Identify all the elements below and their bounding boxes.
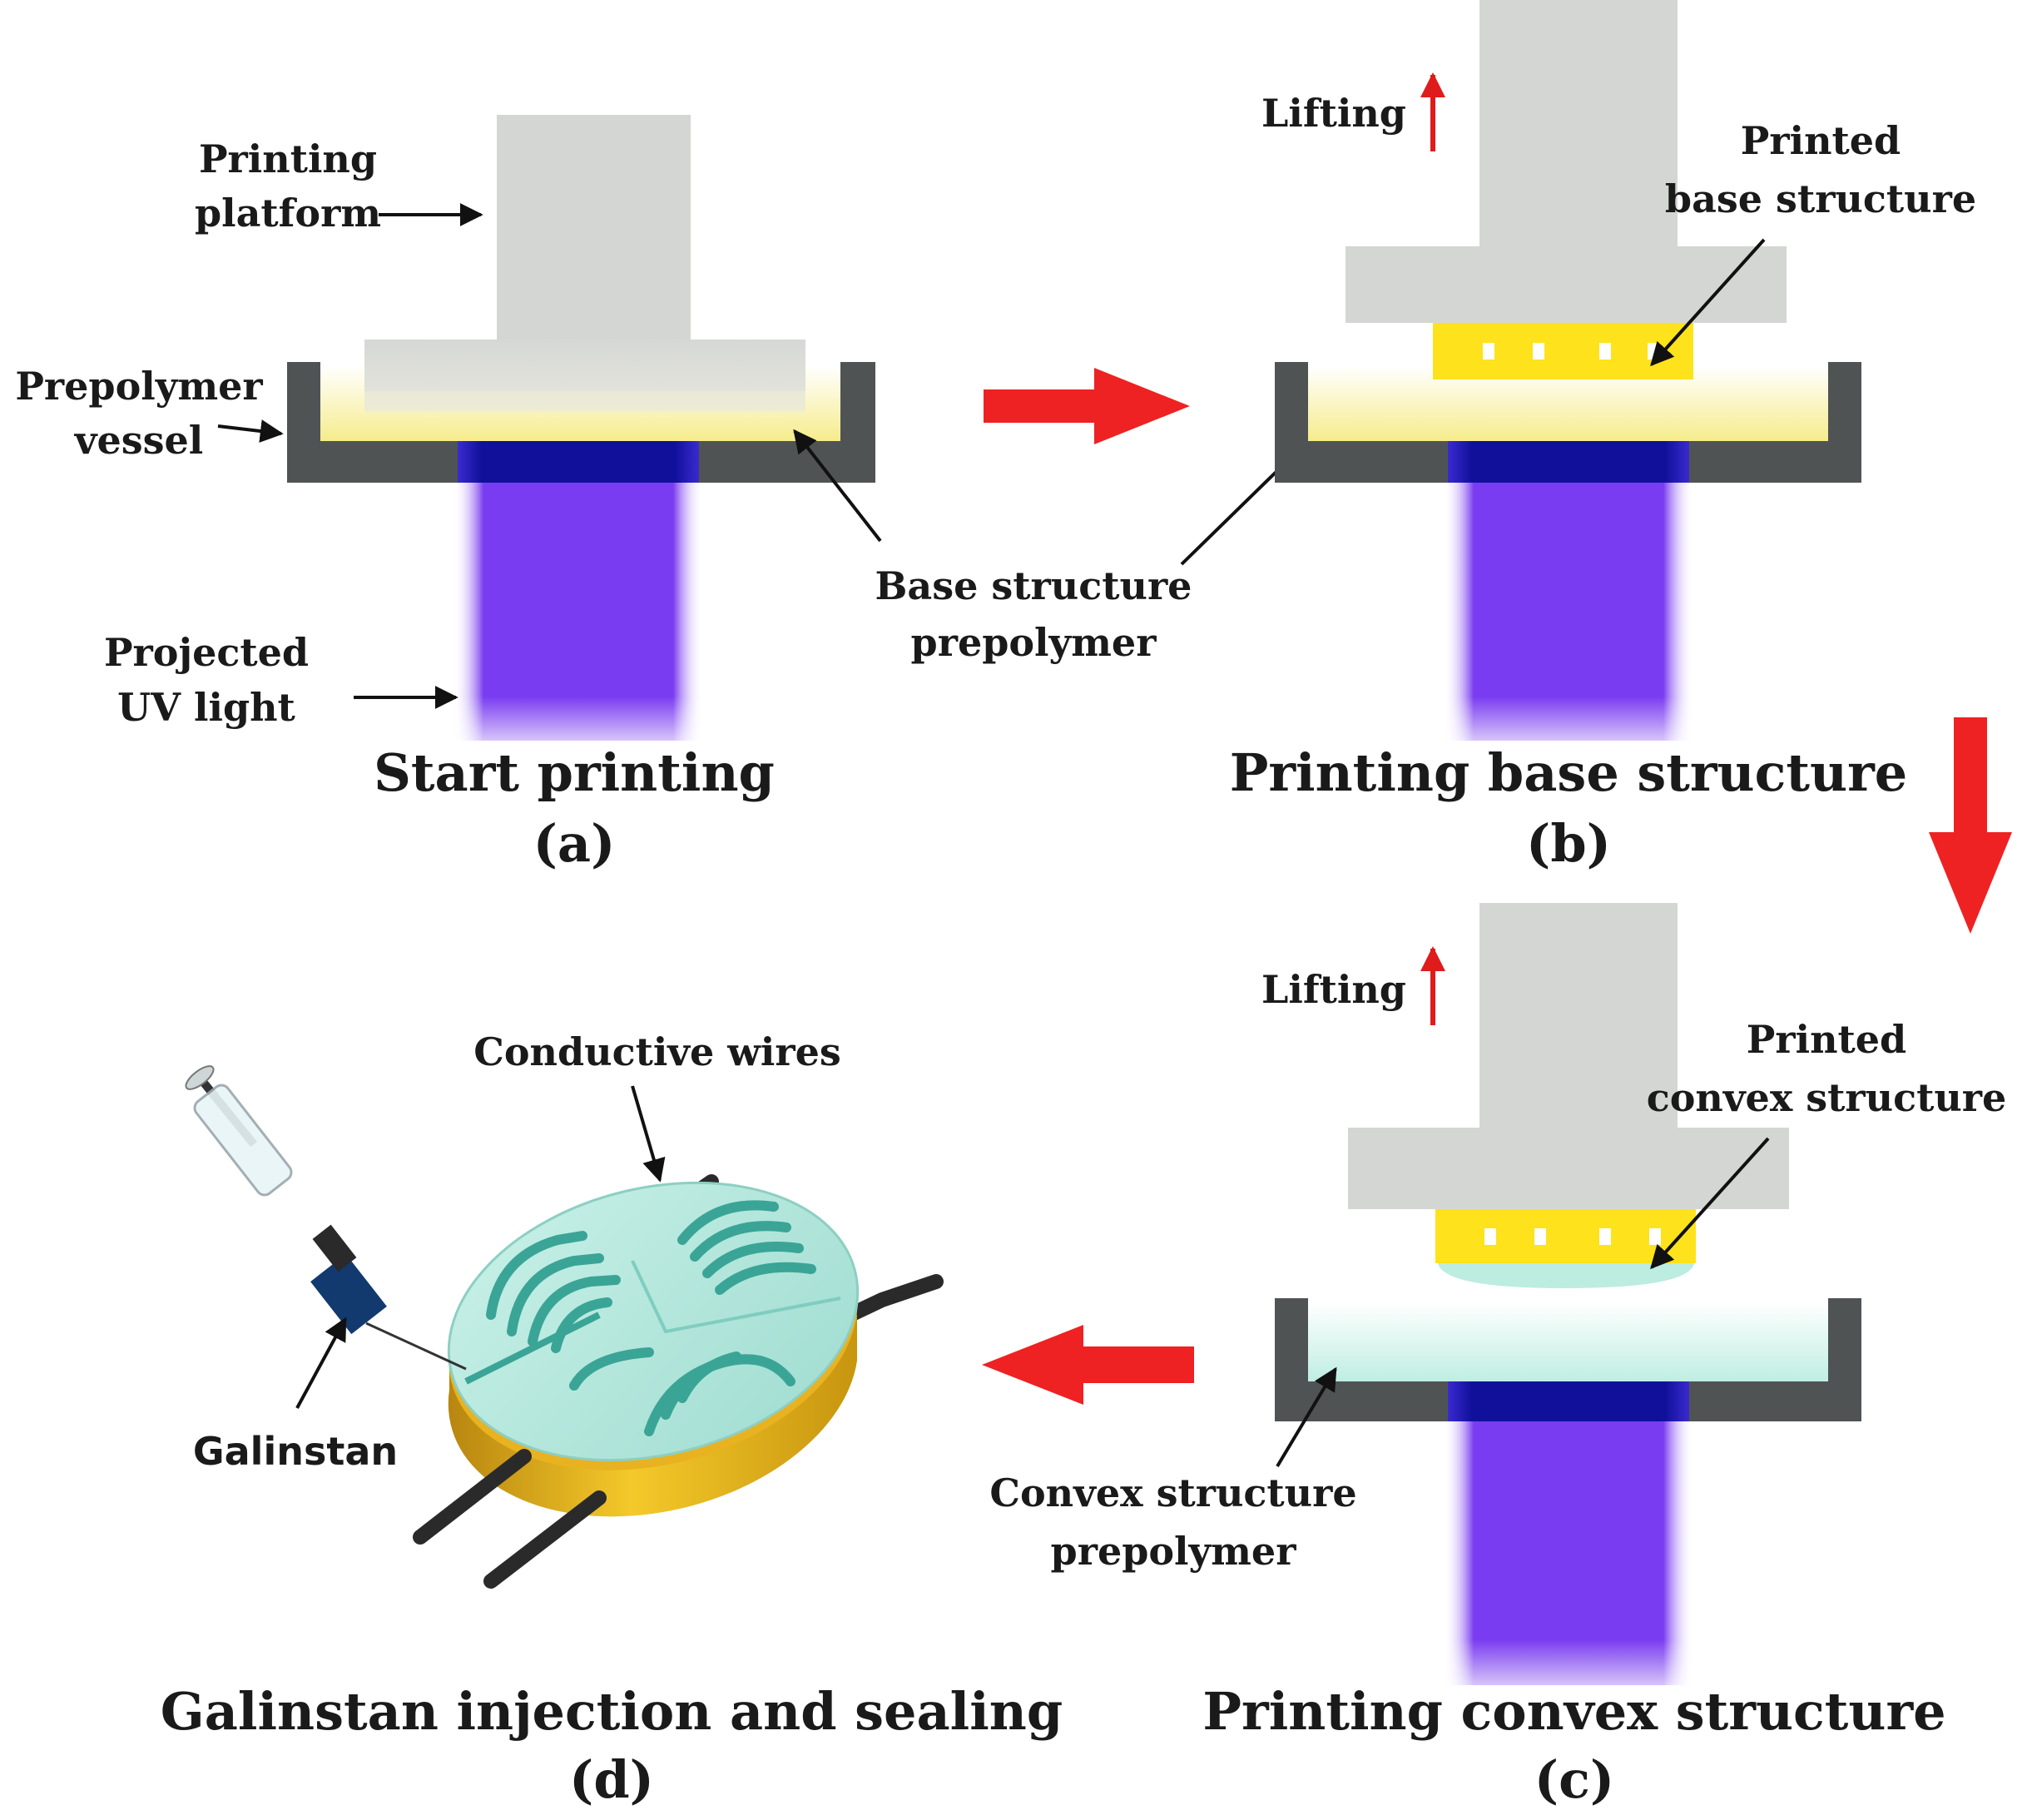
panel-d-title: Galinstan injection and sealing — [161, 1681, 1063, 1742]
prepolymer-vessel — [1275, 362, 1861, 483]
arrow-to-wires — [631, 1085, 666, 1183]
label-conductive-wires: Conductive wires — [473, 1029, 841, 1074]
uv-window-band — [1448, 1381, 1689, 1421]
panel-c: Lifting Printed convex structure Convex … — [989, 903, 2006, 1810]
panel-a-letter: (a) — [533, 813, 616, 874]
panel-c-letter: (c) — [1534, 1749, 1614, 1810]
panel-b-letter: (b) — [1526, 813, 1611, 874]
prepolymer-vessel — [287, 362, 875, 483]
arrow-to-printed-convex — [1650, 1137, 1770, 1270]
label-galinstan: Galinstan — [193, 1429, 398, 1474]
syringe-icon — [185, 1065, 467, 1371]
label-projected-uv-1: Projected — [104, 630, 309, 675]
conductive-wire — [843, 1274, 944, 1322]
label-printed-base-1: Printed — [1741, 118, 1901, 163]
liquid-metal-channels — [486, 1200, 816, 1436]
uv-window-band — [1448, 441, 1689, 483]
label-projected-uv-2: UV light — [117, 685, 295, 730]
label-base-prepolymer-2: prepolymer — [911, 620, 1157, 665]
arrow-to-galinstan — [295, 1317, 347, 1409]
uv-window-band — [458, 441, 699, 483]
platform-plate — [1346, 246, 1787, 323]
label-prepolymer-vessel-1: Prepolymer — [15, 364, 263, 409]
panel-a: Printing platform Prepolymer vessel Proj… — [15, 115, 875, 874]
arrow-to-vessel — [217, 419, 284, 443]
panel-b-title: Printing base structure — [1230, 742, 1907, 803]
panel-d: Conductive wires Galinstan Galinstan inj… — [161, 1029, 1063, 1810]
label-lifting-b: Lifting — [1261, 91, 1406, 136]
label-printed-base-2: base structure — [1665, 176, 1976, 221]
label-prepolymer-vessel-2: vessel — [74, 418, 204, 463]
process-arrow-c-to-d — [982, 1325, 1194, 1405]
panel-b: Lifting Printed base structure Printing … — [1230, 0, 1976, 874]
label-printed-convex-1: Printed — [1747, 1017, 1906, 1062]
panel-c-title: Printing convex structure — [1202, 1681, 1945, 1742]
conductive-wire — [413, 1449, 532, 1545]
label-base-prepolymer-1: Base structure — [875, 563, 1192, 608]
platform-column — [1479, 0, 1678, 250]
base-structure-channels — [1484, 1228, 1661, 1245]
platform-column — [497, 115, 691, 344]
label-convex-prepolymer-2: prepolymer — [1051, 1529, 1297, 1574]
sensor-disc — [447, 1181, 860, 1517]
platform-column — [1479, 903, 1678, 1129]
printed-convex-structure — [1438, 1263, 1694, 1288]
process-arrow-b-to-c — [1929, 717, 2012, 934]
conductive-wire — [483, 1490, 607, 1589]
label-convex-prepolymer-1: Convex structure — [989, 1470, 1356, 1515]
label-printing-platform-2: platform — [195, 191, 381, 236]
process-arrow-a-to-b — [984, 368, 1190, 444]
label-printed-convex-2: convex structure — [1647, 1075, 2007, 1120]
platform-plate — [1348, 1128, 1789, 1209]
arrow-base-prepolymer-a — [793, 429, 882, 543]
panel-a-title: Start printing — [374, 742, 775, 803]
shared-base-prepolymer-label: Base structure prepolymer — [793, 424, 1326, 665]
label-lifting-c: Lifting — [1261, 967, 1406, 1012]
label-printing-platform-1: Printing — [199, 136, 377, 181]
prepolymer-vessel — [1275, 1298, 1861, 1421]
arrow-to-printed-base — [1650, 238, 1766, 367]
arrow-to-convex-prepolymer — [1276, 1366, 1337, 1468]
convex-prepolymer-liquid — [1308, 1302, 1828, 1381]
panel-d-letter: (d) — [569, 1749, 654, 1810]
